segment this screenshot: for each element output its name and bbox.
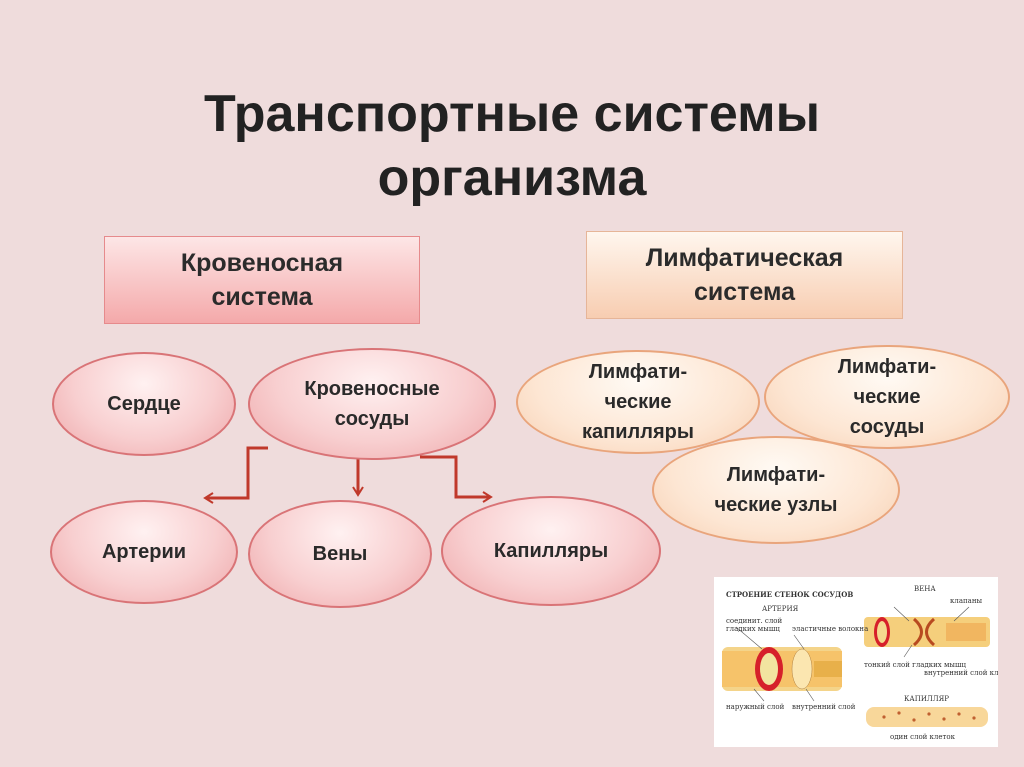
page-title: Транспортные системы организма — [0, 82, 1024, 210]
blood-vessels-oval: Кровеносные сосуды — [248, 348, 496, 460]
lymph-capillaries-oval: Лимфати- ческие капилляры — [516, 350, 760, 454]
lymph-nodes-line-1: Лимфати- — [726, 464, 826, 486]
blood-vessels-line-1: Кровеносные — [304, 378, 440, 400]
title-line-1: Транспортные системы — [203, 85, 821, 143]
lymph-capillaries-line-1: Лимфати- — [588, 361, 688, 383]
blood-header-line-2: система — [211, 283, 313, 311]
lymph-nodes-line-2: ческие узлы — [714, 494, 838, 516]
veins-oval: Вены — [248, 500, 432, 608]
blood-system-header: Кровеносная система — [104, 236, 420, 324]
artery-caption: АРТЕРИЯ — [762, 605, 799, 613]
vein-caption: ВЕНА — [914, 585, 936, 593]
label-valve: клапаны — [950, 597, 983, 605]
lymph-vessels-line-2: ческие — [853, 386, 921, 408]
capillaries-label: Капилляры — [493, 540, 609, 562]
lymph-nodes-oval: Лимфати- ческие узлы — [652, 436, 900, 544]
lymph-vessels-oval: Лимфати- ческие сосуды — [764, 345, 1010, 449]
arteries-label: Артерии — [101, 541, 187, 563]
blood-header-line-1: Кровеносная — [180, 249, 344, 277]
label-connective: соединит. слой — [726, 617, 783, 625]
vessel-caption-title: СТРОЕНИЕ СТЕНОК СОСУДОВ — [726, 590, 854, 599]
heart-oval: Сердце — [52, 352, 236, 456]
arrow-to-capillaries — [420, 455, 493, 503]
capillaries-oval: Капилляры — [441, 496, 661, 606]
lymph-vessels-line-1: Лимфати- — [837, 356, 937, 378]
arrow-to-arteries — [203, 446, 268, 504]
label-outer: наружный слой — [726, 703, 785, 711]
lymph-vessels-line-3: сосуды — [849, 416, 925, 438]
lymph-header-line-2: система — [693, 278, 796, 306]
capillary-drawing — [866, 707, 988, 727]
label-one-layer: один слой клеток — [890, 733, 955, 741]
lymph-header-line-1: Лимфатическая — [645, 244, 844, 272]
lymph-system-header: Лимфатическая система — [586, 231, 903, 319]
vein-drawing — [864, 606, 990, 658]
vessel-structure-image: СТРОЕНИЕ СТЕНОК СОСУДОВ АРТЕРИЯ ВЕНА КАП… — [714, 577, 998, 747]
artery-drawing — [722, 626, 842, 702]
label-thin-smooth: тонкий слой гладких мышц — [864, 661, 966, 669]
veins-label: Вены — [312, 543, 368, 565]
label-inner-cells: внутренний слой клеток — [924, 669, 998, 677]
vessel-structure-illustration — [722, 606, 990, 727]
label-smooth: гладких мышц — [726, 625, 780, 633]
label-inner: внутренний слой — [792, 703, 856, 711]
label-elastic: эластичные волокна — [792, 625, 869, 633]
lymph-capillaries-line-3: капилляры — [582, 421, 694, 443]
arteries-oval: Артерии — [50, 500, 238, 604]
lymph-capillaries-line-2: ческие — [604, 391, 672, 413]
capillary-caption: КАПИЛЛЯР — [904, 695, 949, 703]
heart-label: Сердце — [107, 393, 181, 415]
title-line-2: организма — [377, 149, 647, 207]
blood-vessels-line-2: сосуды — [334, 408, 410, 430]
